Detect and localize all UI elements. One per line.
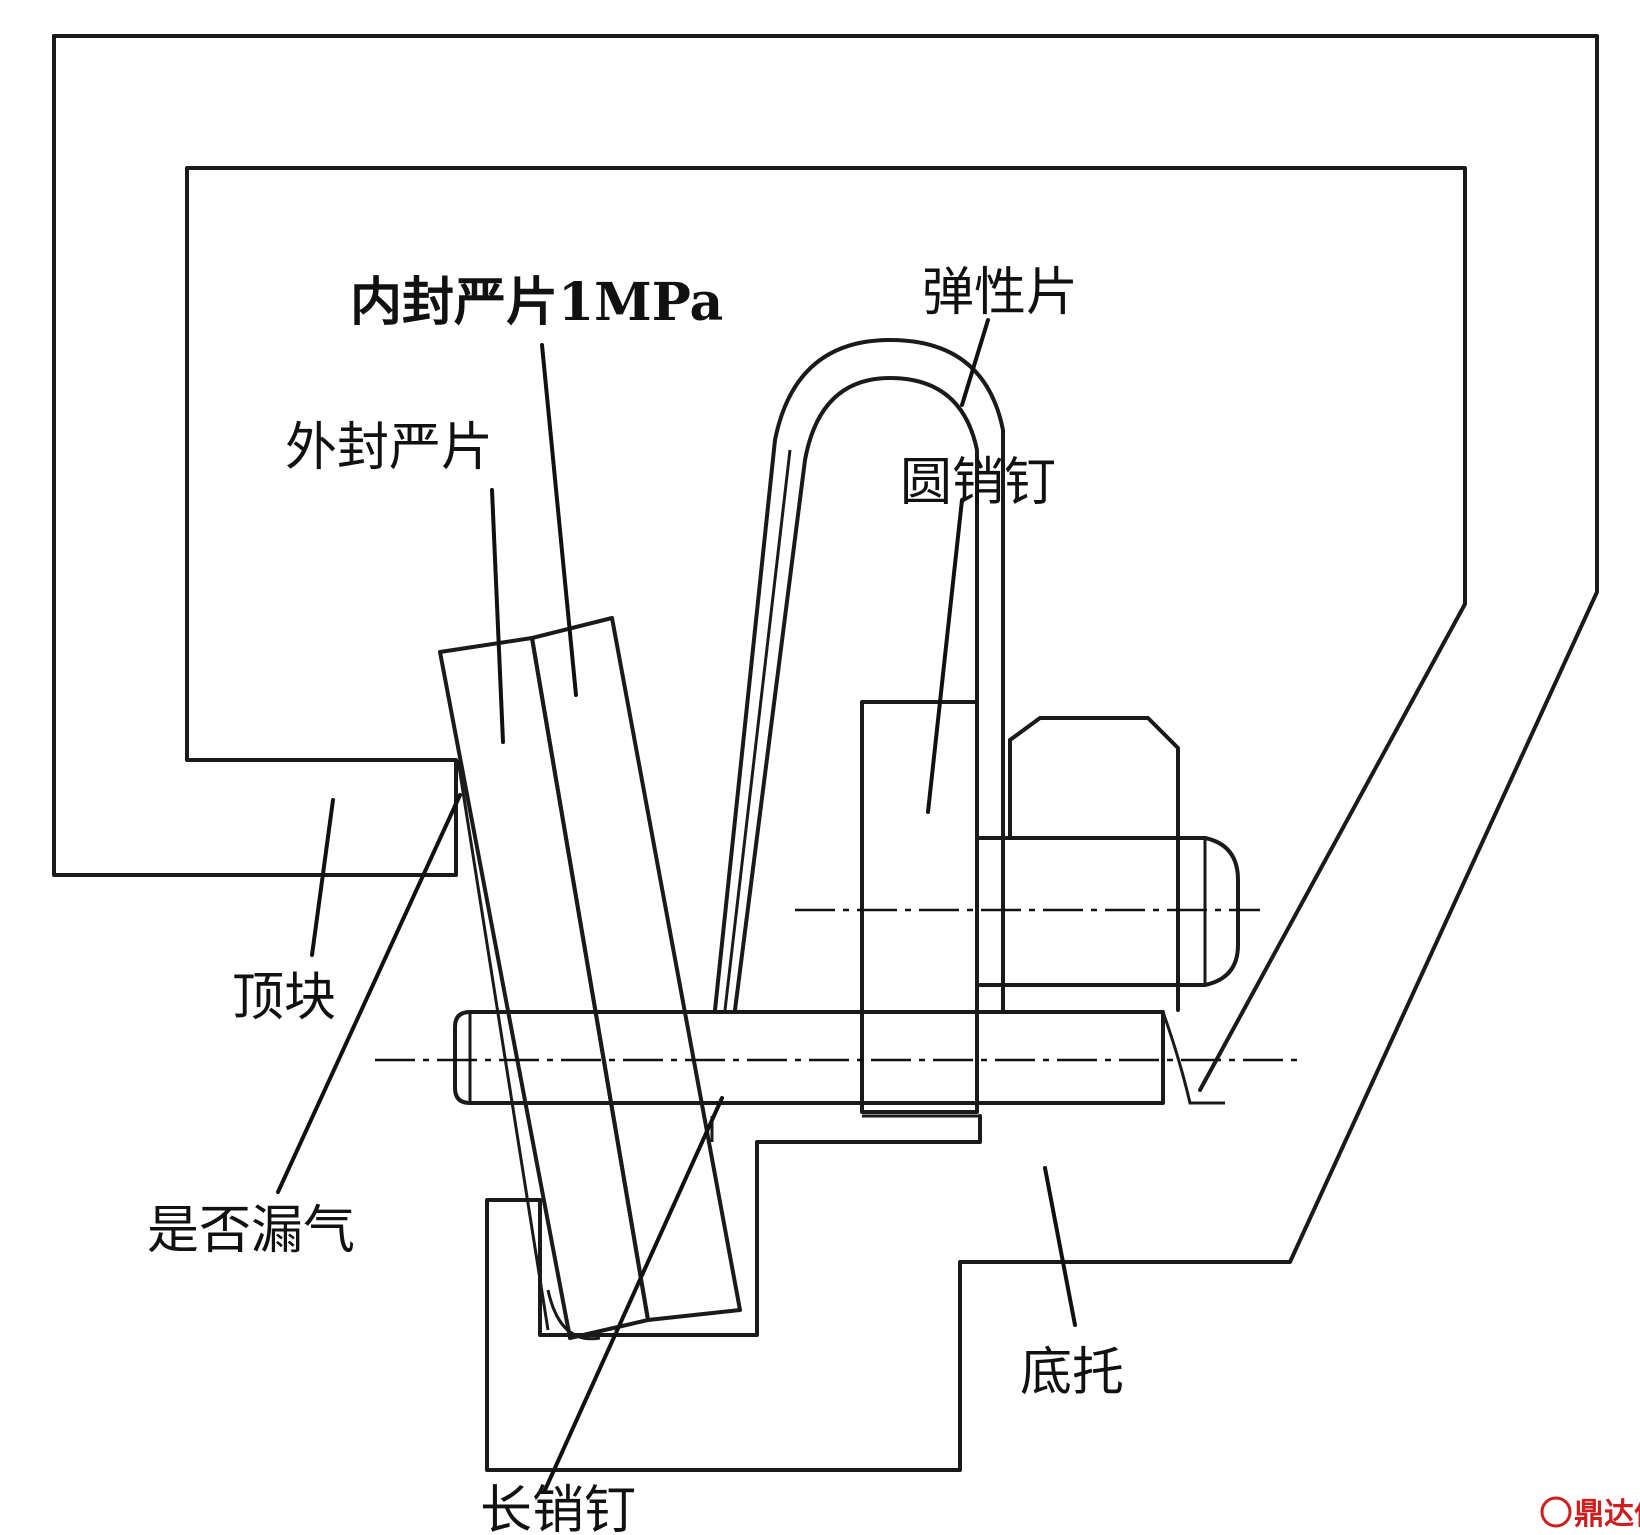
nut-head [1008,716,1180,1012]
label-elastic-piece: 弹性片 [922,263,1078,323]
elastic-piece-inner [733,376,979,1014]
long-pin [453,1010,1165,1105]
leader-air-leak [276,793,462,1194]
label-air-leak: 是否漏气 [147,1201,355,1261]
outer-seal-piece [438,636,650,1340]
leader-elastic-piece [960,318,990,407]
watermark-text: 鼎达信 [1574,1497,1640,1532]
leader-outer-seal [490,488,505,744]
round-pin-block [860,700,979,1114]
leader-top-block [310,798,335,957]
seal-bottom-curve [546,1289,601,1341]
leader-inner-seal [540,343,578,697]
top-block-outline [52,34,1599,1472]
top-block-body [52,34,1467,1092]
label-base-support: 底托 [1020,1343,1124,1403]
label-top-block: 顶块 [232,968,336,1028]
watermark: 鼎达信 [1540,1496,1640,1532]
label-round-pin: 圆销钉 [900,453,1056,513]
leader-long-pin [543,1096,724,1492]
label-long-pin: 长销钉 [480,1481,636,1535]
base-support-outline [538,1114,982,1337]
round-pin-shaft [978,836,1240,987]
label-inner-seal: 内封严片1MPa [350,272,723,333]
label-outer-seal: 外封严片 [285,418,493,478]
long-pin-tip [1161,1011,1225,1105]
elastic-piece-mid [723,449,792,1011]
leader-round-pin [926,498,964,814]
leader-base-support [1043,1166,1077,1327]
watermark-logo-icon [1540,1496,1572,1528]
seal-divider [456,759,550,1331]
elastic-piece-outer [713,338,1005,1014]
inner-seal-piece [530,616,742,1322]
